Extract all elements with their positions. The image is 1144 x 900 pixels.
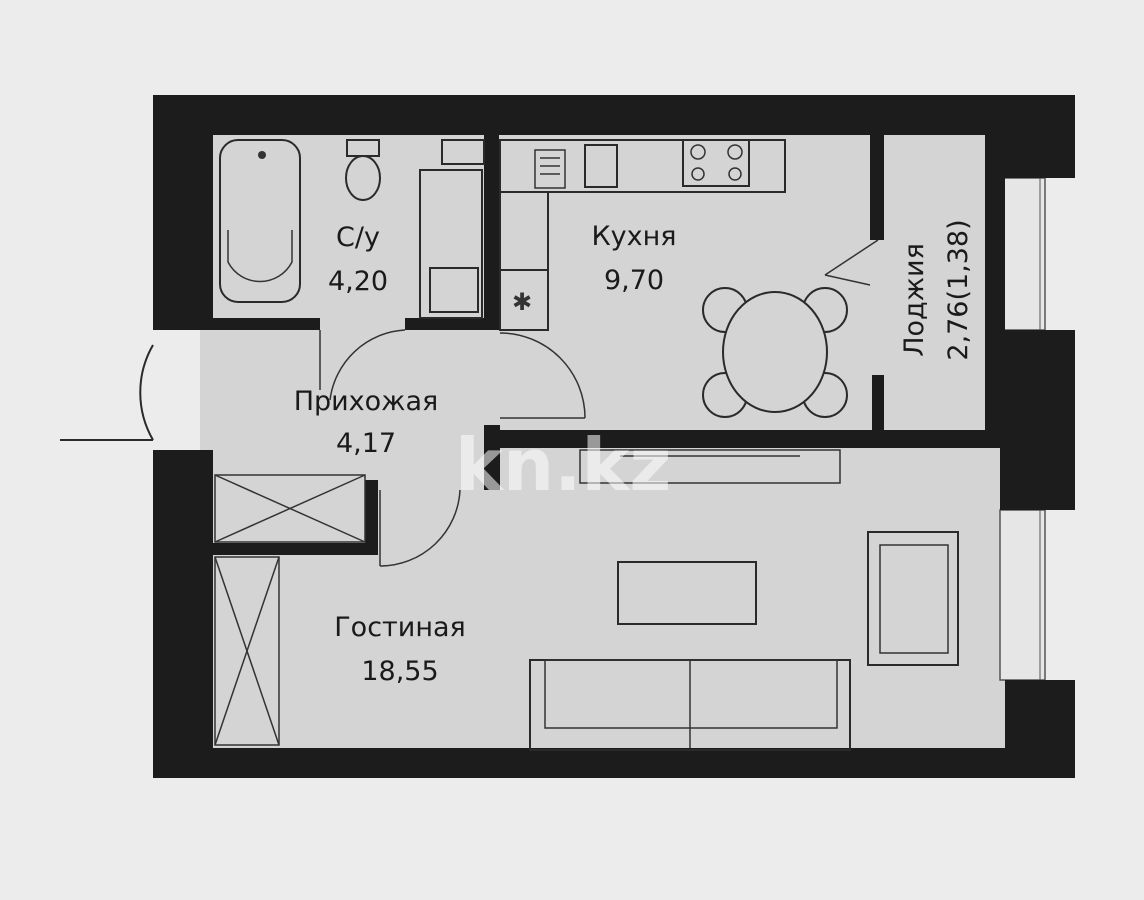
- watermark: kn.kz: [455, 423, 671, 507]
- kitchen-name: Кухня: [591, 221, 676, 252]
- tv-console: [579, 449, 841, 484]
- fridge-icon: ✱: [512, 288, 532, 316]
- stove-icon: [682, 139, 750, 187]
- bathtub-icon: [219, 139, 301, 303]
- bathroom-area: 4,20: [328, 266, 388, 297]
- hallway-name: Прихожая: [294, 386, 439, 417]
- loggia-name: Лоджия: [899, 243, 930, 357]
- loggia-area: 2,76(1,38): [943, 219, 974, 360]
- sofa-icon: [529, 659, 851, 751]
- living-name: Гостиная: [334, 612, 466, 643]
- dining-table-icon: [702, 287, 848, 418]
- closet: [214, 474, 366, 746]
- hallway-area: 4,17: [336, 428, 396, 459]
- toilet-icon: [345, 139, 381, 201]
- walls: [153, 95, 1075, 778]
- armchair-icon: [867, 531, 959, 666]
- bathroom-name: С/у: [336, 222, 380, 253]
- interior-doors: [319, 239, 879, 567]
- kitchen-counter: [499, 139, 786, 331]
- coffee-table: [617, 561, 757, 625]
- sink-icon: [419, 139, 485, 319]
- kitchen-area: 9,70: [604, 265, 664, 296]
- dishwasher-icon: [534, 149, 566, 189]
- entry-door[interactable]: [60, 344, 154, 441]
- living-area: 18,55: [361, 656, 438, 687]
